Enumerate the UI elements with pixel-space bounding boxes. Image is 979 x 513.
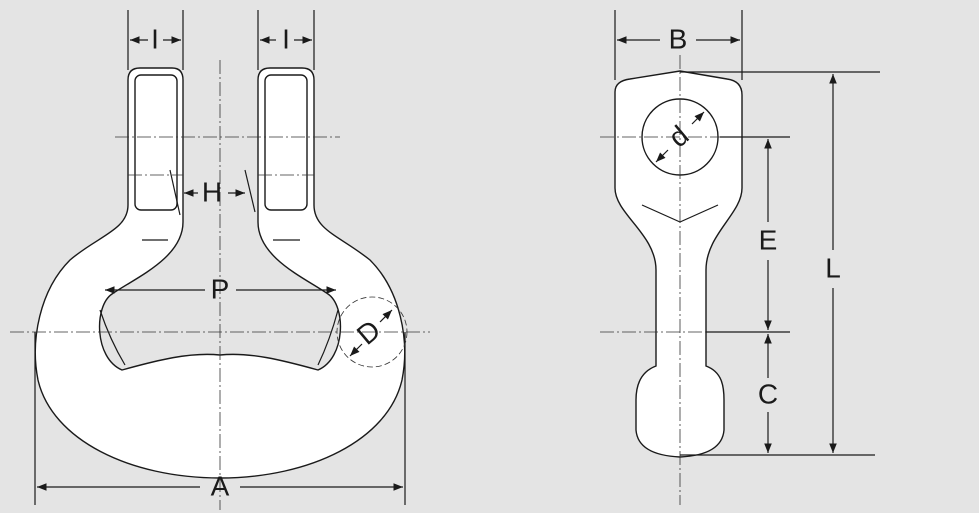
dim-label-l: L	[825, 252, 841, 283]
dim-label-i-right: I	[282, 23, 290, 54]
dim-label-h: H	[202, 176, 222, 207]
dim-label-a: A	[211, 470, 230, 501]
right-arm-face	[264, 74, 308, 211]
side-view: B d E C L	[600, 10, 880, 505]
dim-label-e: E	[759, 224, 778, 255]
front-view: I I H P D A	[10, 10, 430, 510]
section-circle	[336, 296, 408, 368]
dim-label-b: B	[669, 23, 688, 54]
link-body	[34, 67, 406, 479]
dim-label-c: C	[758, 378, 778, 409]
shackle-side-profile	[614, 70, 743, 458]
dim-label-i-left: I	[151, 23, 159, 54]
left-arm-face	[134, 74, 178, 211]
dim-label-p: P	[211, 273, 230, 304]
